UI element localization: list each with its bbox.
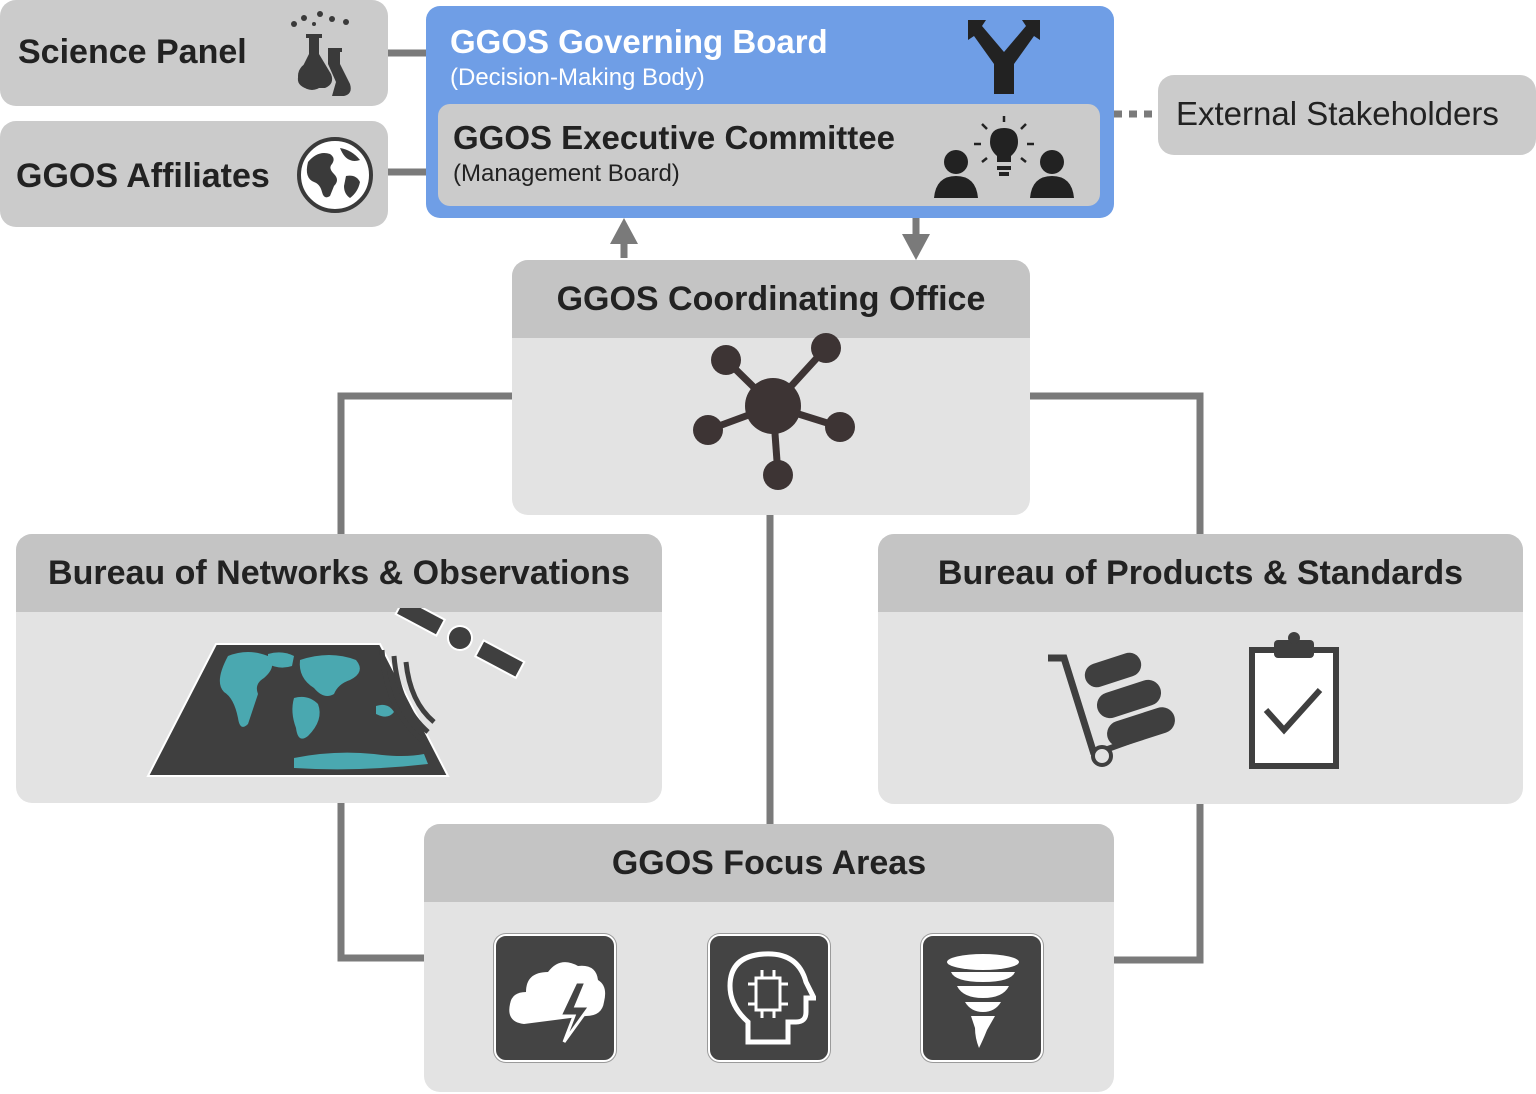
bureau-products-title: Bureau of Products & Standards <box>878 534 1523 612</box>
external-stakeholders-box: External Stakeholders <box>1158 75 1536 155</box>
governing-board-box: GGOS Governing Board (Decision-Making Bo… <box>426 6 1114 218</box>
executive-committee-title: GGOS Executive Committee <box>453 119 895 156</box>
ai-head-tile <box>708 934 830 1062</box>
coordinating-office-title: GGOS Coordinating Office <box>512 260 1030 338</box>
tornado-tile <box>921 934 1043 1062</box>
tornado-icon <box>947 954 1019 1048</box>
flasks-icon <box>291 11 351 96</box>
governing-board-subtitle: (Decision-Making Body) <box>450 64 705 91</box>
executive-committee-box: GGOS Executive Committee (Management Boa… <box>438 104 1100 206</box>
external-stakeholders-label: External Stakeholders <box>1176 95 1499 132</box>
fork-icon <box>968 20 1040 94</box>
storm-cloud-icon <box>509 962 606 1043</box>
governing-board-title: GGOS Governing Board <box>450 23 828 60</box>
coordinating-office-panel: GGOS Coordinating Office <box>512 260 1030 515</box>
team-idea-icon <box>934 116 1074 198</box>
bureau-products-panel: Bureau of Products & Standards <box>878 534 1523 804</box>
science-panel-box: Science Panel <box>0 0 388 106</box>
focus-areas-title: GGOS Focus Areas <box>424 824 1114 902</box>
bureau-networks-title: Bureau of Networks & Observations <box>16 534 662 612</box>
ai-head-icon <box>727 951 816 1045</box>
bureau-networks-panel: Bureau of Networks & Observations <box>16 534 662 803</box>
affiliates-label: GGOS Affiliates <box>16 157 270 195</box>
network-hub-icon <box>693 333 855 490</box>
map-satellite-icon <box>146 608 526 777</box>
hand-truck-icon <box>1048 652 1175 767</box>
clipboard-check-icon <box>1249 632 1339 769</box>
science-panel-label: Science Panel <box>18 33 247 71</box>
storm-cloud-tile <box>494 934 616 1062</box>
affiliates-box: GGOS Affiliates <box>0 121 388 227</box>
focus-areas-panel: GGOS Focus Areas <box>424 824 1114 1092</box>
globe-icon <box>297 137 373 213</box>
executive-committee-subtitle: (Management Board) <box>453 160 680 187</box>
